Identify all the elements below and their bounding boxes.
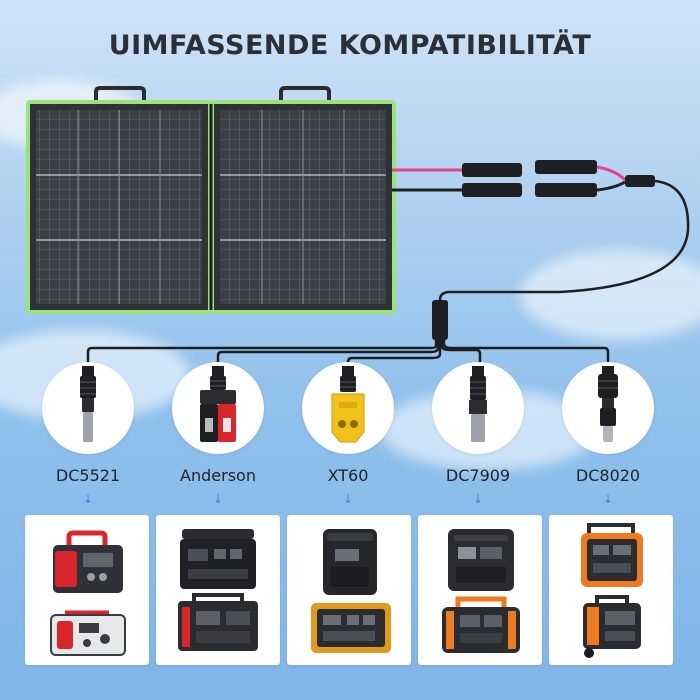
cloud [520, 250, 700, 340]
dc5521-plug-icon [80, 366, 96, 442]
arrow-down-icon: ↓ [82, 492, 94, 506]
product-card-dc8020 [549, 515, 673, 665]
page-title: UIMFASSENDE KOMPATIBILITÄT [108, 30, 592, 61]
connector-label-dc5521: DC5521 [55, 466, 121, 485]
connector-circle-dc5521 [42, 362, 134, 454]
power-station-image [50, 530, 126, 656]
dc8020-plug-icon [598, 366, 618, 442]
power-station-image [581, 523, 643, 658]
power-station-image [311, 529, 391, 653]
product-card-dc7909 [418, 515, 542, 665]
product-card-dc5521 [25, 515, 149, 665]
anderson-plug-icon [200, 366, 236, 442]
product-card-anderson [156, 515, 280, 665]
xt60-plug-icon [331, 366, 365, 443]
connector-label-dc7909: DC7909 [445, 466, 511, 485]
product-card-xt60 [287, 515, 411, 665]
connector-circle-xt60 [302, 362, 394, 454]
power-station-image [178, 529, 258, 651]
connector-label-dc8020: DC8020 [575, 466, 641, 485]
dc7909-plug-icon [469, 366, 487, 442]
connector-circle-anderson [172, 362, 264, 454]
arrow-down-icon: ↓ [342, 492, 354, 506]
arrow-down-icon: ↓ [602, 492, 614, 506]
arrow-down-icon: ↓ [472, 492, 484, 506]
connector-circle-dc8020 [562, 362, 654, 454]
connector-label-anderson: Anderson [180, 466, 256, 485]
connector-label-xt60: XT60 [327, 466, 369, 485]
arrow-down-icon: ↓ [212, 492, 224, 506]
connector-circle-dc7909 [432, 362, 524, 454]
power-station-image [442, 529, 520, 653]
